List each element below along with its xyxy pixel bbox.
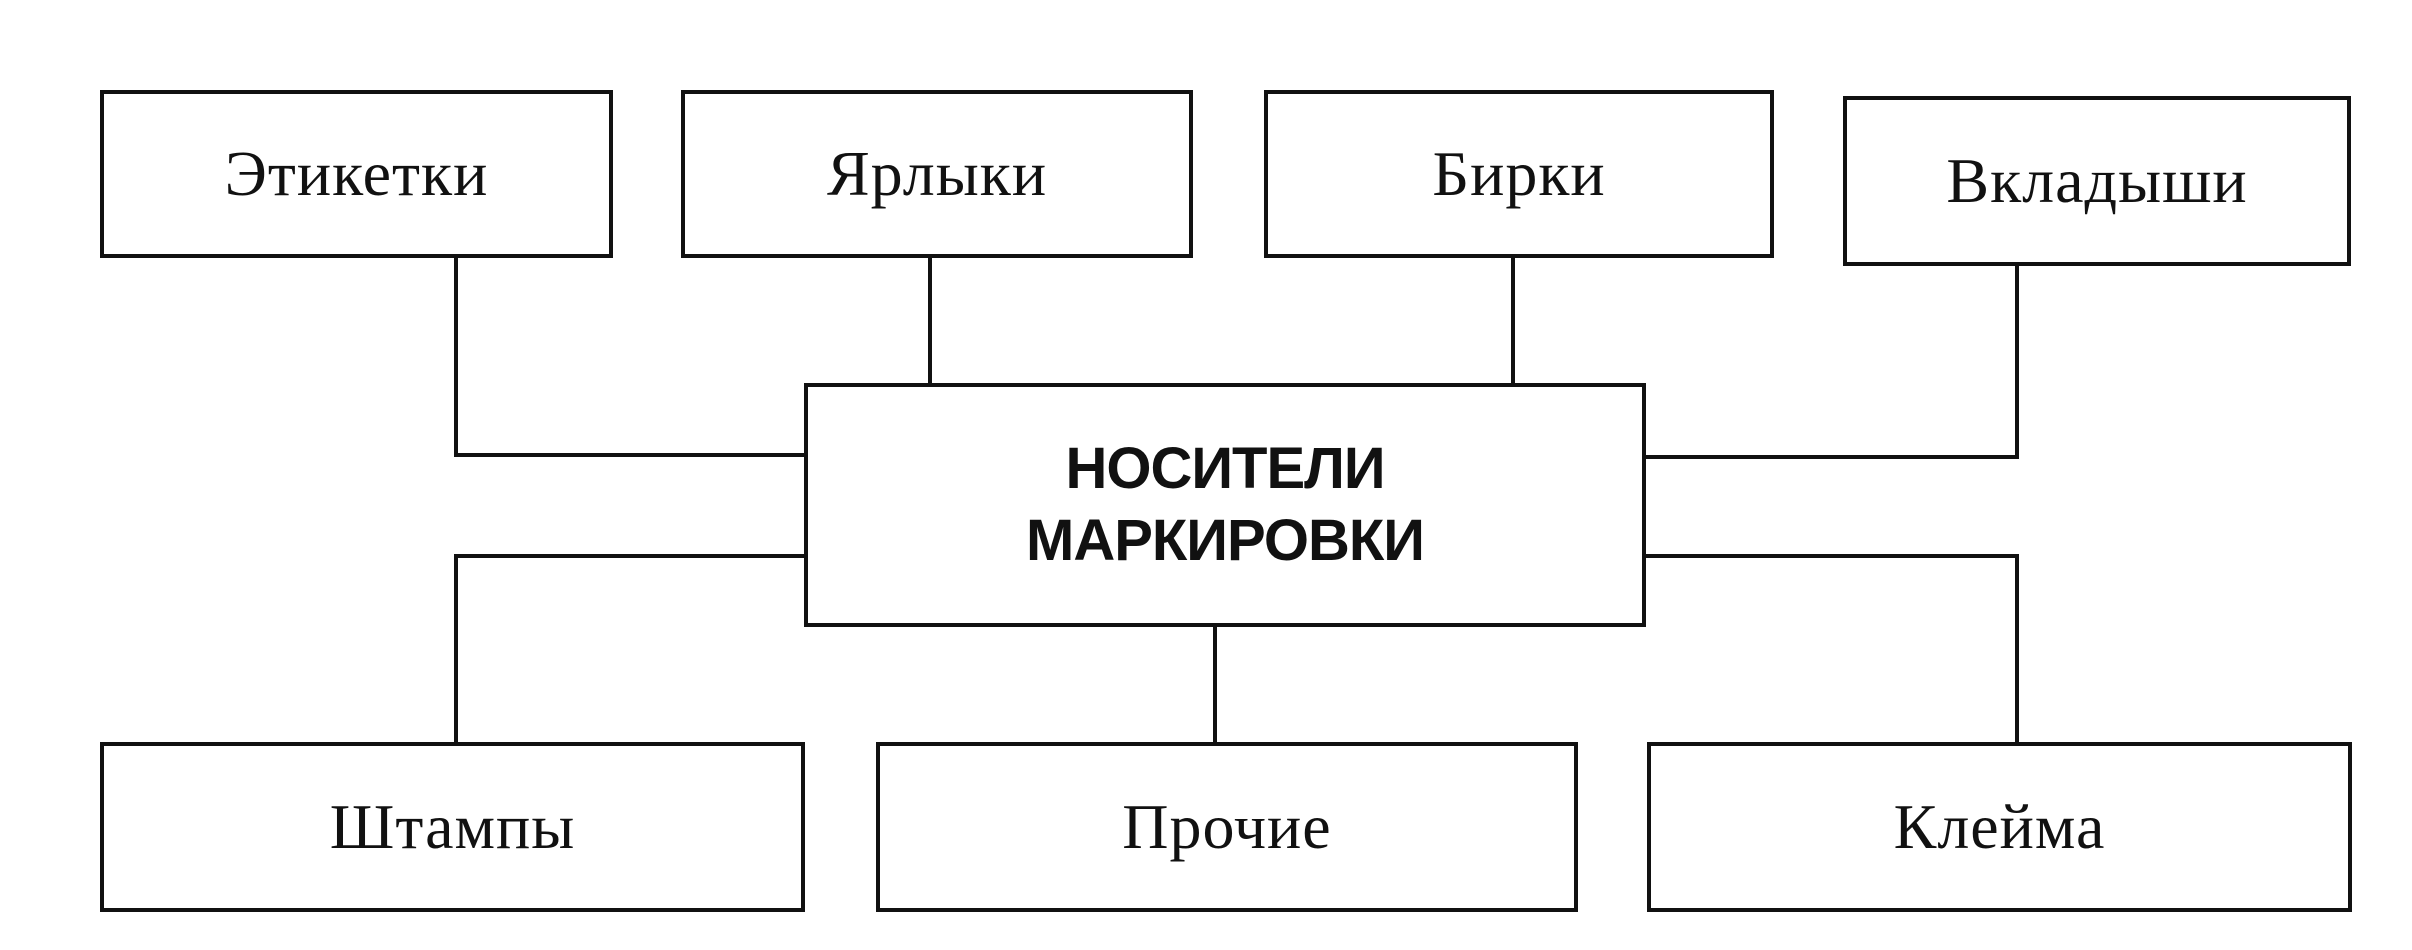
center-node-label: НОСИТЕЛИ МАРКИРОВКИ (1026, 433, 1425, 578)
node-kleyma: Клейма (1647, 742, 2352, 912)
node-label: Ярлыки (826, 138, 1048, 209)
node-etiketki: Этикетки (100, 90, 613, 258)
node-birki: Бирки (1264, 90, 1774, 258)
node-label: Бирки (1432, 138, 1606, 209)
node-label: Прочие (1122, 791, 1332, 862)
node-prochie: Прочие (876, 742, 1578, 912)
node-label: Этикетки (224, 138, 489, 209)
center-label-line-2: МАРКИРОВКИ (1026, 508, 1425, 573)
node-label: Клейма (1893, 791, 2106, 862)
node-label: Штампы (329, 791, 576, 862)
center-label-line-1: НОСИТЕЛИ (1065, 435, 1385, 501)
center-node: НОСИТЕЛИ МАРКИРОВКИ (804, 383, 1646, 627)
node-yarlyki: Ярлыки (681, 90, 1193, 258)
node-vkladyshi: Вкладыши (1843, 96, 2351, 266)
node-label: Вкладыши (1946, 145, 2248, 216)
node-shtampy: Штампы (100, 742, 805, 912)
